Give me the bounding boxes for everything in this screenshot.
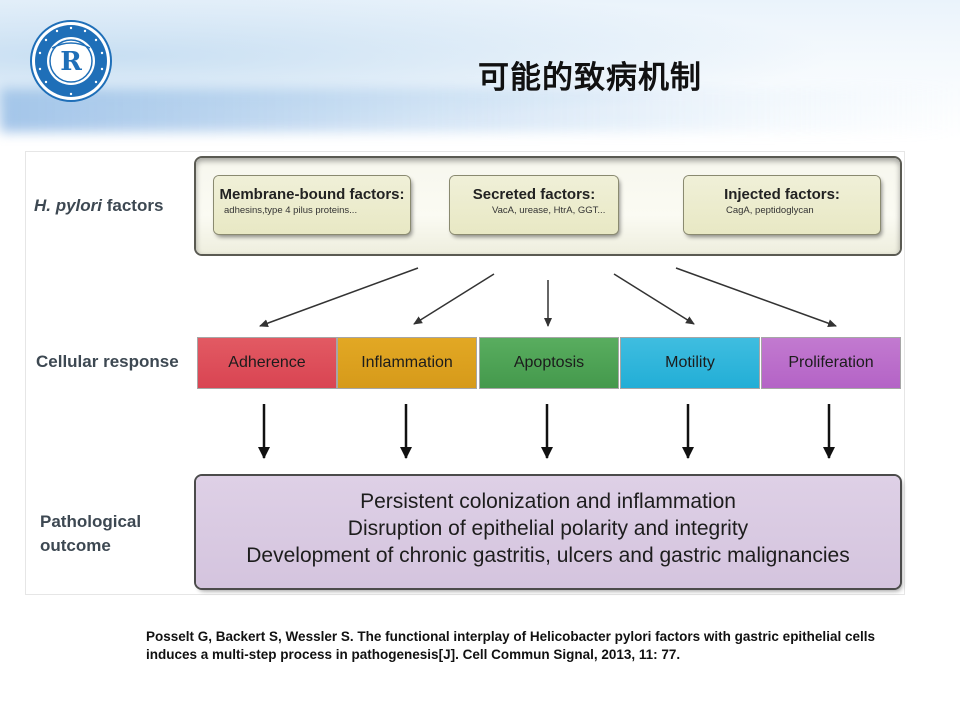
outcome-line: Disruption of epithelial polarity and in… [347,517,749,540]
outcome-line: Development of chronic gastritis, ulcers… [246,544,850,567]
outcome-line: Persistent colonization and inflammation [360,490,736,513]
arrow-to-proliferation [675,267,837,328]
row-label-factors: H. pylori factors [34,196,163,216]
arrow-to-adherence [259,267,419,327]
row-label-cellular-response: Cellular response [36,352,179,371]
citation-text: Posselt G, Backert S, Wessler S. The fun… [146,629,875,662]
pathogenesis-diagram: H. pylori factors Cellular response Path… [26,152,904,594]
header-background [0,0,960,140]
response-inflammation: Inflammation [338,338,476,388]
response-proliferation: Proliferation [762,338,900,388]
factor-detail: adhesins,type 4 pilus proteins... [224,205,358,216]
factor-injected: Injected factors: CagA, peptidoglycan [684,176,880,234]
response-adherence: Adherence [198,338,336,388]
arrow-to-motility [613,273,695,325]
factors-container: Membrane-bound factors: adhesins,type 4 … [196,158,900,254]
factor-title: Membrane-bound factors: [219,186,405,203]
university-hospital-seal-icon: R [30,20,112,102]
row-label-pathological-outcome: Pathological outcome [40,510,141,558]
response-motility: Motility [621,338,759,388]
outcome-container: Persistent colonization and inflammation… [196,476,900,588]
factor-membrane-bound: Membrane-bound factors: adhesins,type 4 … [214,176,410,234]
response-apoptosis: Apoptosis [480,338,618,388]
row-label-factors-species: H. pylori [34,196,103,215]
row-label-pathological-line2: outcome [40,536,111,555]
factor-secreted: Secreted factors: VacA, urease, HtrA, GG… [450,176,618,234]
factor-title: Injected factors: [724,186,840,203]
factor-title: Secreted factors: [472,186,596,203]
arrow-to-inflammation [413,273,495,325]
factor-detail: CagA, peptidoglycan [726,205,814,216]
row-label-pathological-line1: Pathological [40,512,142,531]
factor-detail: VacA, urease, HtrA, GGT... [492,205,606,216]
slide-title: 可能的致病机制 [478,60,702,96]
row-label-factors-text: factors [102,196,164,215]
diagram-arrows [258,267,837,459]
svg-text:R: R [60,47,82,77]
